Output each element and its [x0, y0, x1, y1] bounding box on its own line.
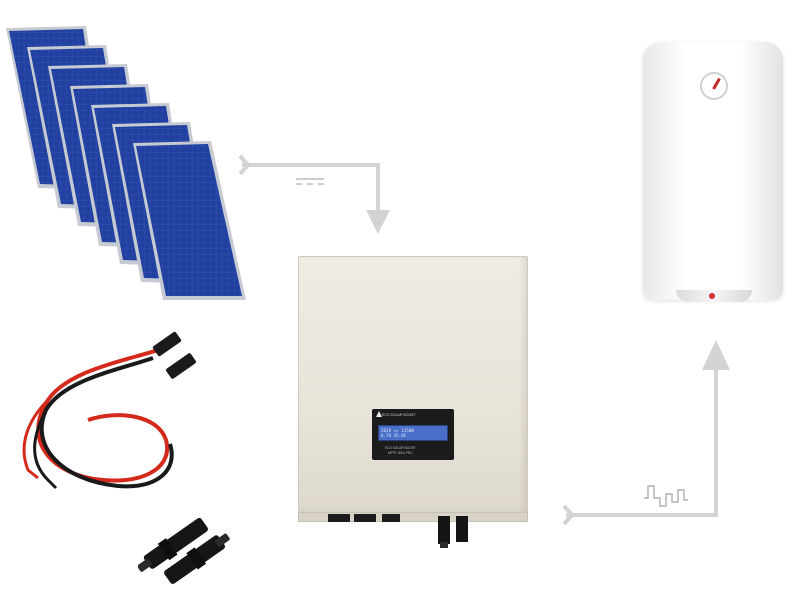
inverter-body [298, 256, 528, 516]
boiler-indicator-light-icon [709, 293, 715, 299]
dc-symbol-icon [296, 178, 324, 185]
ac-flow-arrow [562, 340, 730, 526]
model-line-2: MPPT-3000 PRO [388, 451, 413, 455]
lcd-flow-indicator: ▸▸ [393, 427, 399, 433]
square-wave-icon [644, 485, 688, 507]
lcd-line-1: 203V ▸▸ 1350W [381, 428, 447, 434]
inverter-brand-label: ECO SOLAR BOOST [382, 413, 416, 417]
lcd-temperature: 45.0C [393, 433, 407, 438]
lcd-current: 6.7A [381, 433, 392, 438]
solar-panels-illustration [6, 26, 246, 300]
lcd-power: 1350W [401, 427, 414, 433]
inverter-model-label: ECO SOLAR BOOST MPPT-3000 PRO [385, 446, 416, 456]
inverter-connectors [328, 514, 468, 548]
panel-7 [133, 141, 246, 300]
dc-flow-arrow [238, 154, 390, 234]
inverter-bottom-edge [298, 512, 528, 522]
model-line-1: ECO SOLAR BOOST [385, 446, 416, 450]
brand-logo-icon [376, 411, 382, 417]
inverter-lcd-screen: 203V ▸▸ 1350W 6.7A 45.0C [378, 425, 448, 441]
mc4-connectors-illustration [138, 517, 230, 584]
lcd-line-2: 6.7A 45.0C [381, 433, 447, 439]
lcd-voltage: 203V [381, 427, 392, 433]
solar-cable-illustration [22, 331, 196, 490]
